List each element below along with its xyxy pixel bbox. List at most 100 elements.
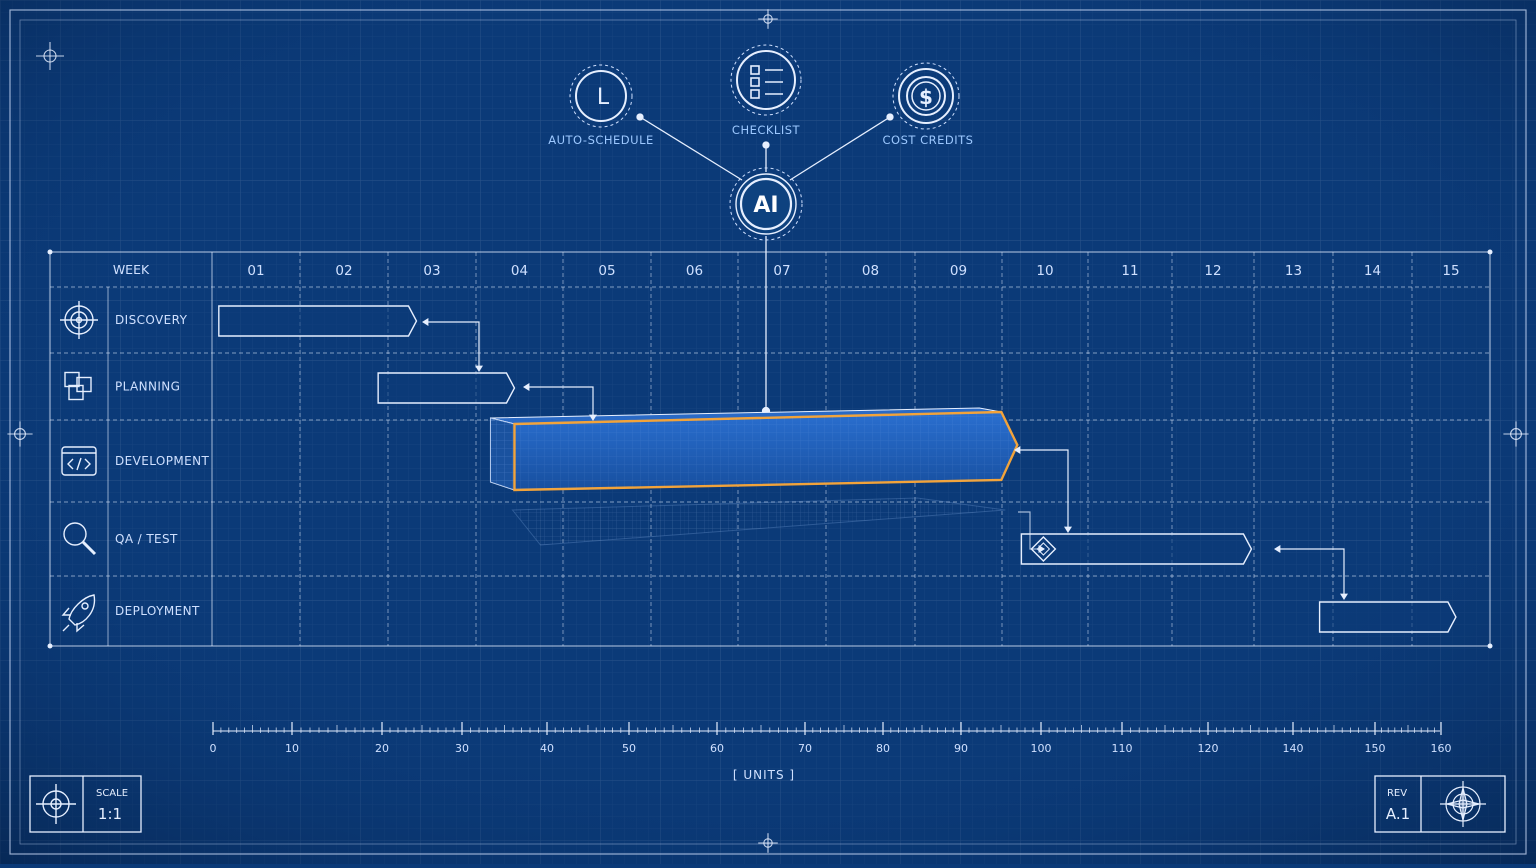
crosshair-icon — [1503, 421, 1529, 447]
target-icon — [60, 301, 98, 339]
bar-front-texture — [514, 412, 1018, 490]
bar-end-shade — [490, 418, 515, 490]
ruler-tick-label: 20 — [375, 742, 389, 755]
arrow-head — [1038, 545, 1045, 553]
dependency-arrows — [422, 318, 1348, 600]
phase-label: DEPLOYMENT — [115, 604, 200, 618]
ruler-tick-label: 50 — [622, 742, 636, 755]
scale-value: 1:1 — [98, 805, 122, 823]
arrow-head — [589, 414, 597, 421]
dependency-planning-development — [525, 386, 594, 419]
ruler-tick-label: 80 — [876, 742, 890, 755]
phase-label: DEVELOPMENT — [115, 454, 209, 468]
arrow-head — [523, 383, 530, 391]
ruler-tick-label: 40 — [540, 742, 554, 755]
registration-marks — [7, 9, 1529, 853]
rocket-icon — [61, 594, 96, 633]
ruler-tick-label: 60 — [710, 742, 724, 755]
task-bar — [377, 372, 516, 404]
revision-caption: REV — [1387, 788, 1407, 799]
table-corner-dot — [47, 643, 53, 649]
week-label: 03 — [423, 263, 440, 279]
feature-label: CHECKLIST — [732, 123, 801, 137]
table-border — [49, 251, 1491, 647]
week-label: 10 — [1036, 263, 1053, 279]
ai-connectors — [636, 113, 894, 416]
code-icon — [61, 446, 97, 476]
dependency-shadow-qa — [1018, 511, 1043, 550]
ruler-tick-label: 0 — [210, 742, 217, 755]
arrow-head — [422, 318, 429, 326]
scale-caption: SCALE — [96, 788, 128, 799]
checklist-icon — [750, 65, 783, 99]
clock-icon: L — [597, 85, 610, 110]
phase-icons — [60, 301, 98, 633]
arrow-head — [1340, 593, 1348, 600]
task-bar — [1020, 533, 1253, 565]
ruler-tick-label: 110 — [1112, 742, 1133, 755]
title-block-scale: SCALE 1:1 — [29, 775, 142, 833]
blocks-icon — [64, 371, 92, 401]
ruler-tick-label: 90 — [954, 742, 968, 755]
ruler-tick-label: 100 — [1031, 742, 1052, 755]
phase-label: QA / TEST — [115, 532, 178, 546]
title-block-revision: REV A.1 — [1374, 775, 1506, 833]
svg-text:$: $ — [919, 85, 933, 109]
ruler-tick-label: 10 — [285, 742, 299, 755]
week-label: 01 — [247, 263, 264, 279]
phase-label: PLANNING — [115, 380, 180, 394]
gantt-grid — [47, 249, 1493, 649]
ruler-tick-label: 150 — [1365, 742, 1386, 755]
week-label: 12 — [1204, 263, 1221, 279]
cost-credits-feature[interactable]: $ COST CREDITS — [883, 62, 974, 147]
week-label: 08 — [862, 263, 879, 279]
ruler-tick-label: 140 — [1283, 742, 1304, 755]
svg-text:L: L — [597, 85, 610, 110]
revision-value: A.1 — [1386, 805, 1410, 823]
week-header-label: WEEK — [113, 262, 150, 277]
feature-label: AUTO-SCHEDULE — [548, 133, 654, 147]
arrow-head — [1064, 526, 1072, 533]
week-label: 05 — [598, 263, 615, 279]
dependency-discovery-planning — [424, 321, 480, 370]
dependency-qa-deployment — [1276, 548, 1345, 598]
phase-label: DISCOVERY — [115, 313, 188, 327]
task-bar — [1318, 601, 1457, 633]
table-corner-dot — [1487, 643, 1493, 649]
auto-schedule-feature[interactable]: L AUTO-SCHEDULE — [548, 64, 654, 147]
gantt-bars — [218, 305, 1457, 633]
crosshair-icon — [7, 421, 33, 447]
week-label: 07 — [773, 263, 790, 279]
ruler-tick-label: 120 — [1198, 742, 1219, 755]
crosshair-icon — [36, 42, 64, 70]
dependency-development-qa — [1016, 449, 1069, 531]
arrow-head — [1014, 446, 1021, 454]
week-label: 14 — [1364, 263, 1381, 279]
dollar-coin-icon: $ — [906, 76, 946, 116]
compass-icon — [1440, 781, 1486, 827]
week-label: 09 — [950, 263, 967, 279]
week-label: 13 — [1285, 263, 1302, 279]
development-bar-highlighted — [489, 407, 1019, 492]
ruler-tick-label: 70 — [798, 742, 812, 755]
ai-hub-label: AI — [753, 193, 778, 218]
task-bar — [218, 305, 418, 337]
crosshair-icon — [36, 784, 76, 824]
arrow-head — [1274, 545, 1281, 553]
week-label: 04 — [511, 263, 528, 279]
ai-hub-node[interactable]: AI — [729, 167, 803, 241]
feature-label: COST CREDITS — [883, 133, 974, 147]
magnifier-icon — [63, 522, 97, 556]
week-label: 02 — [335, 263, 352, 279]
ruler-unit-label: [ UNITS ] — [733, 768, 795, 782]
table-corner-dot — [47, 249, 53, 255]
week-label: 06 — [686, 263, 703, 279]
crosshair-icon — [758, 833, 778, 853]
checklist-feature[interactable]: CHECKLIST — [730, 44, 802, 137]
week-label: 15 — [1442, 263, 1459, 279]
table-corner-dot — [1487, 249, 1493, 255]
crosshair-icon — [758, 9, 778, 29]
